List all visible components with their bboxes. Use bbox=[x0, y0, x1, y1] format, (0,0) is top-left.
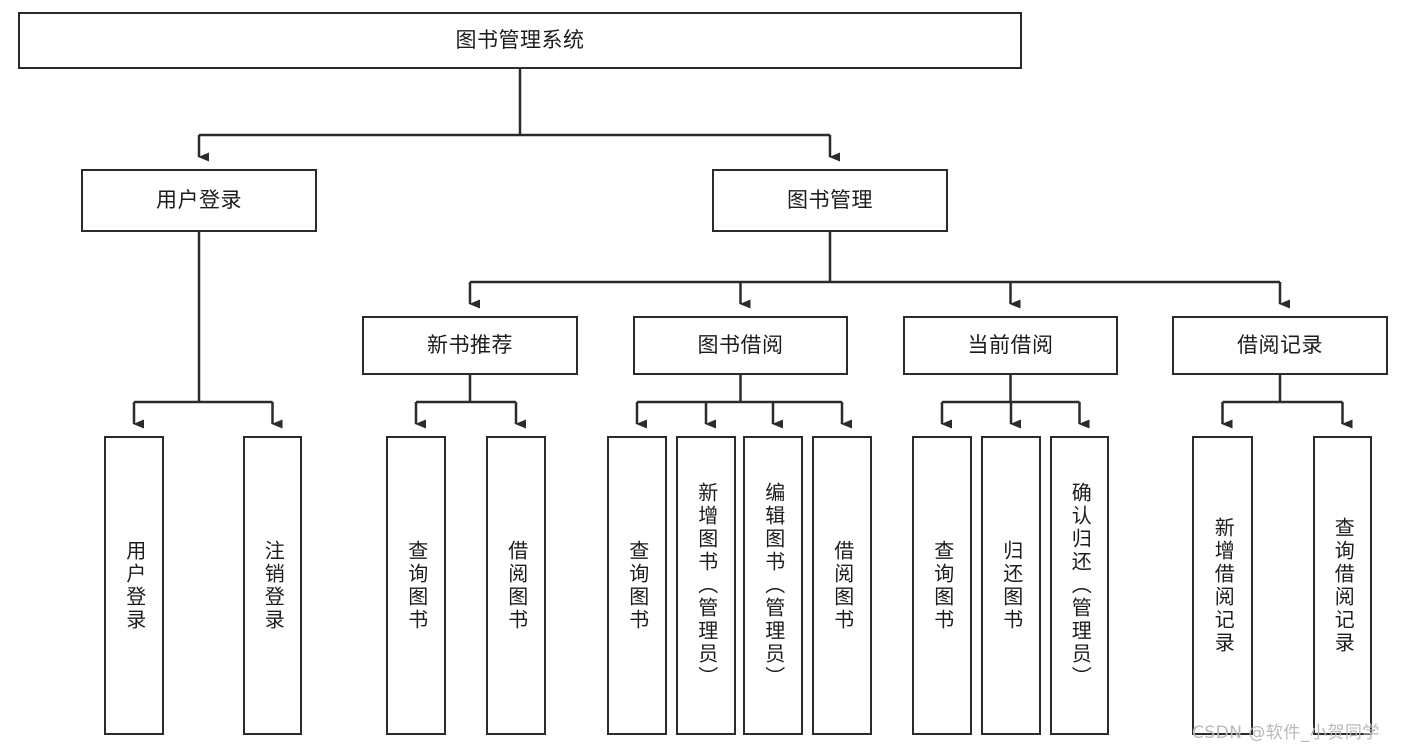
node-leaf-query-books-borrowing[interactable]: 查询图书 bbox=[607, 436, 667, 735]
node-label: 归还图书 bbox=[999, 539, 1024, 632]
node-label: 查询借阅记录 bbox=[1331, 516, 1356, 655]
node-leaf-add-borrowing-record[interactable]: 新增借阅记录 bbox=[1192, 436, 1253, 735]
node-label: 查询图书 bbox=[930, 539, 955, 632]
node-leaf-borrow-books-borrowing[interactable]: 借阅图书 bbox=[812, 436, 872, 735]
node-leaf-user-login[interactable]: 用户登录 bbox=[104, 436, 164, 735]
node-label: 注销登录 bbox=[261, 539, 286, 632]
node-label: 图书管理系统 bbox=[455, 28, 585, 53]
node-borrowing-records[interactable]: 借阅记录 bbox=[1172, 316, 1388, 375]
node-label: 图书借阅 bbox=[697, 333, 784, 358]
node-label: 用户登录 bbox=[156, 188, 242, 213]
node-leaf-confirm-return-admin[interactable]: 确认归还（管理员） bbox=[1050, 436, 1109, 735]
node-root-book-management-system[interactable]: 图书管理系统 bbox=[18, 12, 1022, 69]
node-label: 图书管理 bbox=[787, 188, 873, 213]
node-leaf-query-borrowing-record[interactable]: 查询借阅记录 bbox=[1313, 436, 1372, 735]
node-label: 编辑图书（管理员） bbox=[761, 482, 786, 689]
node-label: 新书推荐 bbox=[427, 333, 513, 358]
node-label: 新增图书（管理员） bbox=[694, 482, 719, 689]
node-label: 借阅记录 bbox=[1237, 333, 1323, 358]
node-book-management[interactable]: 图书管理 bbox=[712, 169, 948, 232]
node-leaf-query-books-current[interactable]: 查询图书 bbox=[912, 436, 972, 735]
node-leaf-return-book[interactable]: 归还图书 bbox=[981, 436, 1041, 735]
node-leaf-borrow-books-recommendation[interactable]: 借阅图书 bbox=[486, 436, 546, 735]
node-leaf-query-books-recommendation[interactable]: 查询图书 bbox=[386, 436, 446, 735]
node-label: 查询图书 bbox=[404, 539, 429, 632]
node-current-borrowing[interactable]: 当前借阅 bbox=[903, 316, 1118, 375]
node-label: 借阅图书 bbox=[504, 539, 529, 632]
node-label: 当前借阅 bbox=[967, 333, 1054, 358]
csdn-watermark: CSDN @软件_小贺同学 bbox=[1192, 723, 1380, 743]
node-leaf-logout[interactable]: 注销登录 bbox=[243, 436, 302, 735]
node-book-borrowing[interactable]: 图书借阅 bbox=[633, 316, 848, 375]
node-user-login[interactable]: 用户登录 bbox=[81, 169, 317, 232]
node-label: 查询图书 bbox=[625, 539, 650, 632]
node-label: 用户登录 bbox=[122, 539, 147, 632]
node-leaf-add-book-admin[interactable]: 新增图书（管理员） bbox=[676, 436, 736, 735]
node-label: 新增借阅记录 bbox=[1211, 516, 1236, 655]
node-new-book-recommendation[interactable]: 新书推荐 bbox=[362, 316, 578, 375]
node-leaf-edit-book-admin[interactable]: 编辑图书（管理员） bbox=[743, 436, 803, 735]
node-label: 借阅图书 bbox=[830, 539, 855, 632]
node-label: 确认归还（管理员） bbox=[1068, 482, 1093, 689]
